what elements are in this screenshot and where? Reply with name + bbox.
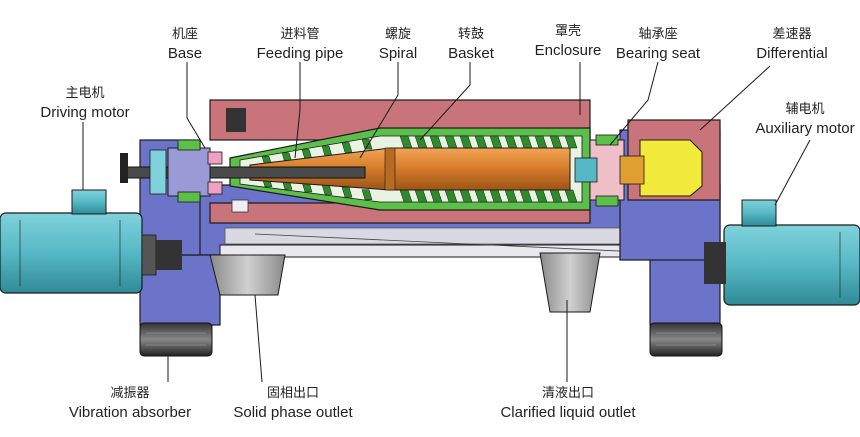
label-solid-phase-outlet: 固相出口 Solid phase outlet (218, 384, 368, 422)
vibration-absorber-left (139, 322, 213, 357)
spiral-blade (564, 135, 578, 149)
label-bearing-seat-zh: 轴承座 (638, 27, 678, 42)
label-driving-motor-en: Driving motor (40, 104, 130, 121)
label-basket-en: Basket (448, 45, 494, 62)
label-auxiliary-motor: 辅电机 Auxiliary motor (752, 100, 858, 138)
label-clarified-liquid-outlet-zh: 清液出口 (541, 386, 594, 401)
label-vibration-absorber: 减振器 Vibration absorber (55, 384, 205, 422)
label-feeding-pipe-zh: 进料管 (280, 27, 320, 42)
label-enclosure: 罩壳 Enclosure (525, 22, 611, 60)
label-clarified-liquid-outlet: 清液出口 Clarified liquid outlet (488, 384, 648, 422)
auxiliary-motor (704, 199, 860, 306)
differential-gearbox (619, 119, 721, 201)
label-auxiliary-motor-zh: 辅电机 (785, 102, 825, 117)
label-enclosure-zh: 罩壳 (554, 24, 581, 39)
label-basket-zh: 转鼓 (457, 27, 484, 42)
label-base-zh: 机座 (171, 27, 198, 42)
label-basket: 转鼓 Basket (435, 25, 507, 63)
label-driving-motor-zh: 主电机 (65, 86, 105, 101)
label-feeding-pipe-en: Feeding pipe (256, 45, 344, 62)
label-spiral-zh: 螺旋 (384, 27, 411, 42)
label-vibration-absorber-zh: 减振器 (110, 386, 150, 401)
solid-phase-outlet-hopper (209, 254, 286, 296)
feeding-pipe (120, 153, 366, 183)
label-driving-motor: 主电机 Driving motor (30, 84, 140, 122)
label-bearing-seat: 轴承座 Bearing seat (606, 25, 710, 63)
label-differential: 差速器 Differential (745, 25, 839, 63)
leader-lines (82, 61, 811, 383)
label-bearing-seat-en: Bearing seat (615, 45, 701, 62)
left-bearing-seat (149, 139, 223, 203)
spiral-blade (361, 189, 373, 200)
label-base-en: Base (167, 45, 203, 62)
label-spiral: 螺旋 Spiral (363, 25, 433, 63)
spiral-blades (261, 135, 578, 203)
vibration-absorber-right (649, 322, 723, 357)
label-enclosure-en: Enclosure (534, 42, 602, 59)
label-clarified-liquid-outlet-en: Clarified liquid outlet (500, 404, 636, 421)
label-base: 机座 Base (150, 25, 220, 63)
spiral-core (249, 147, 571, 191)
label-solid-phase-outlet-en: Solid phase outlet (233, 404, 353, 421)
right-bearing-seat (574, 134, 625, 207)
label-auxiliary-motor-en: Auxiliary motor (755, 120, 855, 137)
label-differential-zh: 差速器 (772, 27, 812, 42)
label-differential-en: Differential (756, 45, 828, 62)
driving-motor (0, 189, 182, 294)
label-solid-phase-outlet-zh: 固相出口 (266, 386, 319, 401)
label-vibration-absorber-en: Vibration absorber (68, 404, 192, 421)
label-feeding-pipe: 进料管 Feeding pipe (245, 25, 355, 63)
label-spiral-en: Spiral (378, 45, 418, 62)
clarified-liquid-outlet-funnel (539, 252, 601, 313)
